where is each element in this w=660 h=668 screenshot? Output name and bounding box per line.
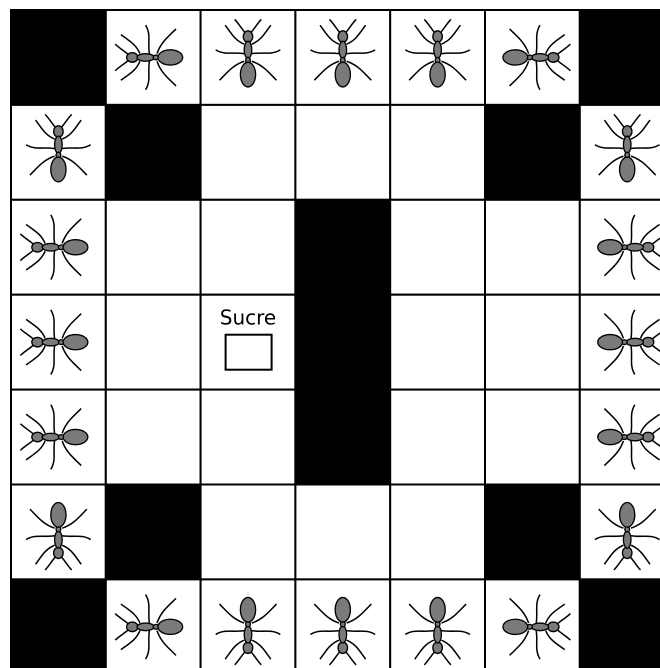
sugar-box bbox=[226, 335, 272, 370]
white-cell bbox=[201, 200, 296, 295]
white-cell bbox=[390, 200, 485, 295]
white-cell bbox=[390, 295, 485, 390]
white-cell bbox=[485, 295, 580, 390]
white-cell bbox=[201, 485, 296, 580]
black-cell bbox=[580, 10, 660, 105]
black-cell bbox=[485, 485, 580, 580]
white-cell bbox=[485, 579, 580, 668]
white-cell bbox=[485, 200, 580, 295]
white-cell bbox=[106, 579, 201, 668]
black-cell bbox=[295, 200, 390, 295]
black-cell bbox=[11, 10, 106, 105]
black-cell bbox=[485, 105, 580, 200]
black-cell bbox=[106, 105, 201, 200]
sugar-label: Sucre bbox=[220, 306, 276, 330]
black-cell bbox=[295, 390, 390, 485]
black-cell bbox=[11, 579, 106, 668]
white-cell bbox=[295, 485, 390, 580]
white-cell bbox=[485, 390, 580, 485]
white-cell bbox=[106, 200, 201, 295]
black-cell bbox=[106, 485, 201, 580]
sugar-cell: Sucre bbox=[220, 306, 276, 370]
white-cell bbox=[390, 390, 485, 485]
white-cell bbox=[390, 485, 485, 580]
black-cell bbox=[295, 295, 390, 390]
white-cell bbox=[295, 105, 390, 200]
grid-cells bbox=[11, 10, 660, 668]
white-cell bbox=[390, 105, 485, 200]
white-cell bbox=[201, 105, 296, 200]
white-cell bbox=[580, 485, 660, 580]
black-cell bbox=[580, 579, 660, 668]
white-cell bbox=[106, 295, 201, 390]
white-cell bbox=[580, 105, 660, 200]
white-cell bbox=[201, 390, 296, 485]
white-cell bbox=[106, 390, 201, 485]
